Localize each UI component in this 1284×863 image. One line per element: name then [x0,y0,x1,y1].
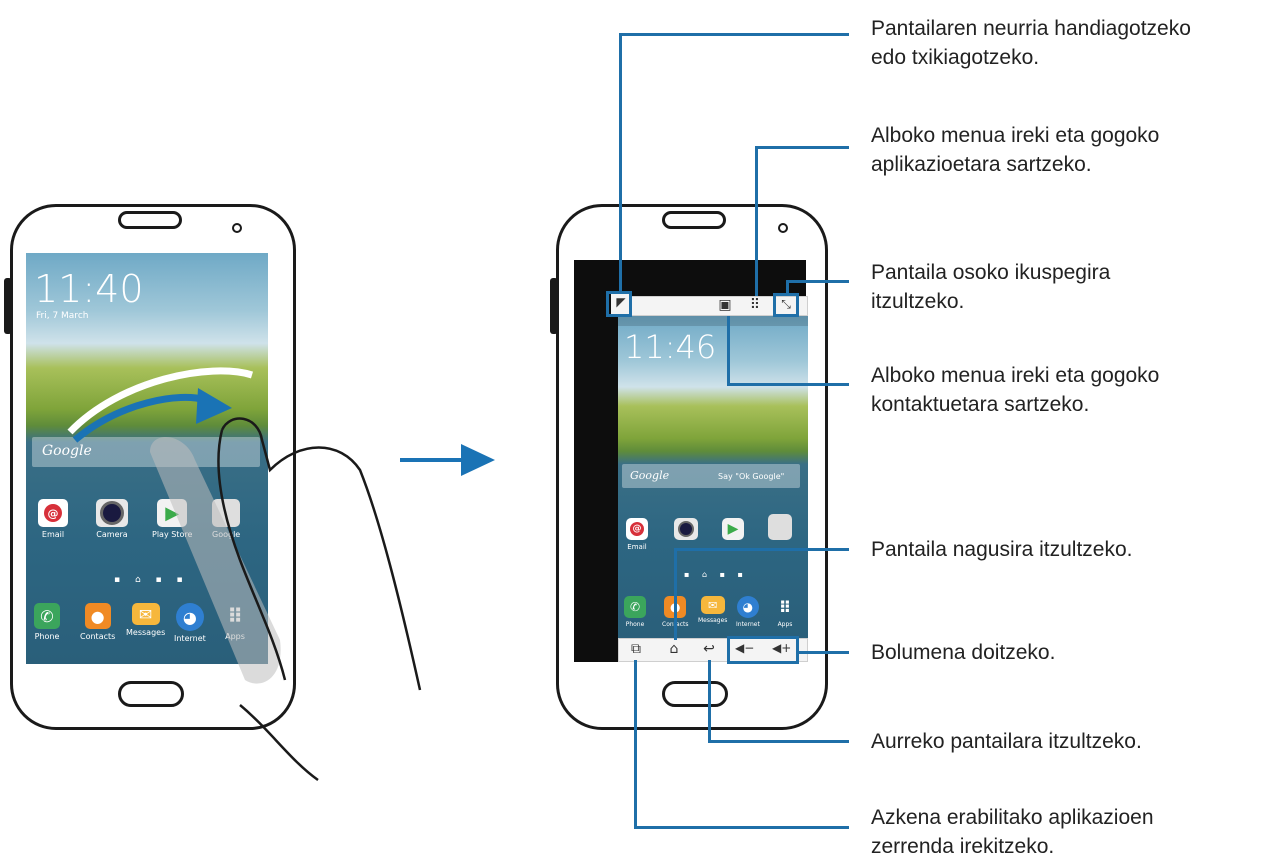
page-indicator: ▪ ⌂ ▪ ▪ [684,570,748,579]
google-search-label: Google [42,443,92,459]
annotation-back: Aurreko pantailara itzultzeko. [871,730,1142,753]
annotation-volume: Bolumena doitzeko. [871,641,1056,664]
annotation-side-contacts: Alboko menua ireki eta gogoko kontaktuet… [871,364,1160,416]
clock: 11:40 [34,267,144,311]
status-bar [618,316,808,326]
camera-icon [96,499,128,527]
google-search-bar[interactable] [622,464,800,488]
window-bottom-bar [618,638,808,662]
app-internet[interactable]: ◕ Internet [736,596,760,628]
phone-icon: ✆ [34,603,60,629]
callout-line [708,660,711,742]
callout-line [619,33,849,36]
contacts-icon: ● [84,603,111,629]
globe-icon: ◕ [736,596,759,618]
date: Fri, 7 March [36,311,89,321]
annotation-fullscreen: Pantaila osoko ikuspegira itzultzeko. [871,261,1111,313]
annotation-home: Pantaila nagusira itzultzeko. [871,538,1133,561]
callout-line [634,660,637,828]
resize-icon[interactable]: ◤ [616,295,626,309]
app-folder[interactable] [768,514,792,540]
home-icon[interactable]: ⌂ [669,641,679,657]
annotation-side-apps: Alboko menua ireki eta gogoko aplikazioe… [871,124,1160,176]
messages-icon: ✉ [700,596,725,614]
callout-line [799,651,849,654]
app-email[interactable]: @ Email [38,499,68,539]
finger-shadow [150,437,281,684]
play-store-icon: ▶ [722,518,744,540]
app-messages[interactable]: ✉ Messages [698,596,727,624]
recent-apps-icon[interactable]: ⧉ [631,641,641,657]
mini-window: 11:46 Google Say "Ok Google" @ Email ▶ ▪… [618,316,808,638]
clock: 11:46 [624,328,717,366]
finger-outline [217,429,287,681]
callout-box-resize [606,291,632,317]
speaker [662,211,726,229]
callout-box-volume [727,636,799,664]
volume-down-icon[interactable]: ◀− [735,641,755,655]
phone-icon: ✆ [624,596,646,618]
email-icon: @ [38,499,68,527]
callout-line [727,316,730,384]
speaker [118,211,182,229]
app-phone[interactable]: ✆ Phone [624,596,646,628]
app-contacts[interactable]: ● Contacts [80,603,115,641]
app-apps[interactable]: ⠿ Apps [774,596,796,629]
swipe-gesture [67,367,422,782]
callout-box-fullscreen [773,293,799,317]
swipe-arrow-back [67,367,254,435]
resize-handle[interactable] [611,294,631,314]
transition-arrow [400,444,495,476]
app-camera[interactable]: Camera [96,499,128,539]
home-key[interactable] [662,681,728,707]
volume-key [550,278,558,334]
app-phone[interactable]: ✆ Phone [34,603,60,641]
apps-grid-icon: ⠿ [778,597,792,617]
annotation-resize: Pantailaren neurria handiagotzeko edo tx… [871,17,1191,69]
fullscreen-icon[interactable]: ⤡ [781,297,791,311]
app-play-store[interactable]: ▶ [722,518,744,540]
transition-arrow-head [461,444,495,476]
folder-icon [768,514,792,540]
wrist-outline [239,704,319,782]
callout-line [786,280,849,283]
email-icon: @ [626,518,648,540]
google-search-label: Google [630,469,670,482]
volume-up-icon[interactable]: ◀+ [772,641,792,655]
camera-icon [674,518,698,540]
contacts-icon[interactable]: ▣ [718,297,732,313]
google-search-hint: Say "Ok Google" [718,472,785,481]
callout-line [619,33,622,291]
callout-line [727,383,849,386]
back-icon[interactable]: ↩ [703,641,715,657]
messages-icon: ✉ [131,603,160,625]
page-indicator: ▪ ⌂ ▪ ▪ [114,575,189,585]
front-sensor [778,223,788,233]
front-sensor [232,223,242,233]
app-email[interactable]: @ Email [626,518,648,551]
app-internet[interactable]: ◕ Internet [174,603,206,643]
callout-line [674,548,677,640]
callout-line [674,548,849,551]
google-search-bar[interactable] [32,437,260,467]
annotation-recent: Azkena erabilitako aplikazioen zerrenda … [871,806,1154,858]
globe-icon: ◕ [175,603,204,631]
swipe-arrow [72,393,207,443]
app-messages[interactable]: ✉ Messages [126,603,166,637]
callout-line [786,280,789,294]
volume-key [4,278,12,334]
apps-grid-icon[interactable]: ⠿ [749,297,761,313]
app-camera[interactable] [674,518,698,540]
swipe-arrow-head [196,388,232,424]
hand-outline [220,417,422,691]
callout-line [755,146,849,149]
home-key[interactable] [118,681,184,707]
callout-line [755,146,758,296]
callout-line [634,826,849,829]
callout-line [708,740,849,743]
